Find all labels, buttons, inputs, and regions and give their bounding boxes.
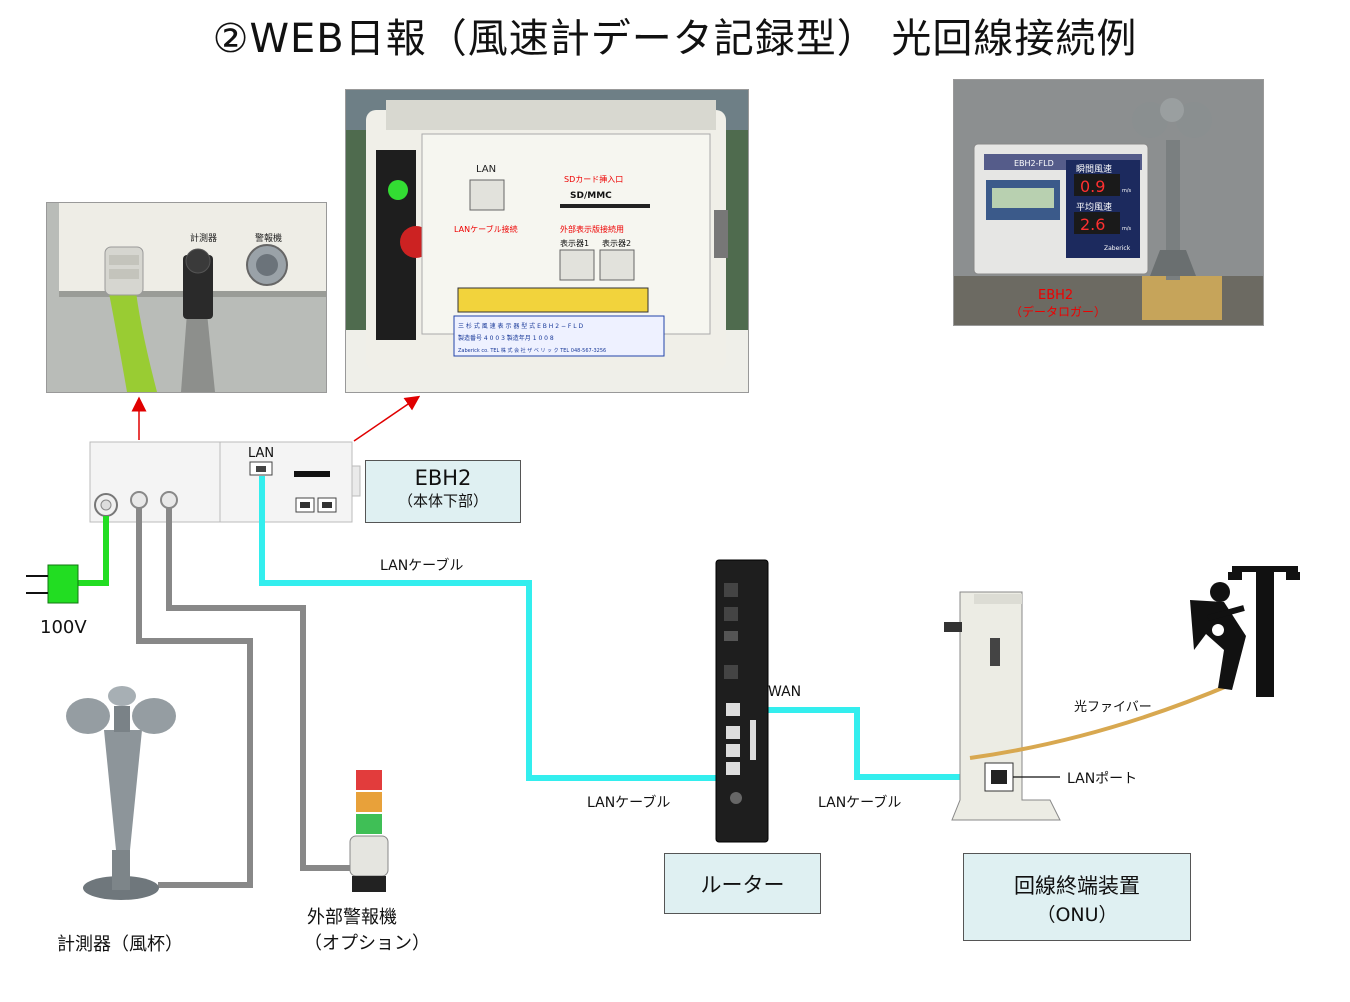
power-cable <box>78 516 109 586</box>
logger-model: EBH2-FLD <box>1014 159 1054 168</box>
avg-wind-label: 平均風速 <box>1076 201 1112 213</box>
connector-photo: 計測器 警報機 <box>46 202 327 393</box>
alarm-port-label: 警報機 <box>255 232 282 244</box>
utility-pole-worker-icon <box>1190 566 1300 697</box>
alarm-label-1: 外部警報機 <box>307 907 397 928</box>
fiber-cable <box>969 682 1233 760</box>
anemometer-icon <box>66 686 176 900</box>
connector-photo-art: 計測器 警報機 <box>47 203 326 392</box>
power-plug-icon <box>26 564 79 604</box>
onu-device <box>944 591 1061 821</box>
instant-wind-label: 瞬間風速 <box>1076 163 1112 175</box>
router-box-title: ルーター <box>700 873 785 897</box>
ext-display-conn-label: 外部表示版接続用 <box>560 224 624 234</box>
avg-wind-value: 2.6 <box>1080 215 1105 234</box>
page-title: ②WEB日報（風速計データ記録型） 光回線接続例 <box>212 16 1138 62</box>
logger-brand: Zaberick <box>1104 245 1131 252</box>
instant-unit: m/s <box>1122 188 1132 194</box>
logger-caption1: EBH2 <box>1038 288 1073 303</box>
lan-cable-conn-label: LANケーブル接続 <box>454 224 518 234</box>
display2-label: 表示器2 <box>602 238 631 248</box>
lan-cable-bottom-label-2: LANケーブル <box>818 795 902 811</box>
power-label: 100V <box>40 617 87 638</box>
plate-line2: 製造番号 4 0 0 3 製造年月 1 0 0 8 <box>458 334 554 342</box>
meter-port-label: 計測器 <box>190 232 217 244</box>
logger-photo: EBH2-FLD 瞬間風速 0.9 平均風速 2.6 m/s m/s Zaber… <box>953 79 1264 326</box>
ebh2-device-bottom <box>89 441 361 523</box>
device-lan-label: LAN <box>248 446 274 461</box>
lan-cable-top-label: LANケーブル <box>380 558 464 574</box>
arrow-to-panel-photo <box>353 395 421 442</box>
onu-label-box: 回線終端装置 （ONU） <box>963 853 1191 941</box>
panel-photo-art: LAN SDカード挿入口 SD/MMC LANケーブル接続 外部表示版接続用 表… <box>346 90 748 392</box>
display1-label: 表示器1 <box>560 238 589 248</box>
onu-box-title: 回線終端装置 <box>1014 874 1140 898</box>
router-device <box>715 559 769 843</box>
logger-caption2: （データロガー） <box>1010 304 1106 319</box>
fiber-label: 光ファイバー <box>1074 700 1152 715</box>
sd-mmc-label: SD/MMC <box>570 191 612 201</box>
wan-label: WAN <box>768 684 802 700</box>
meter-signal-cable <box>136 508 253 888</box>
ebh2-box-subtitle: （本体下部） <box>397 492 488 510</box>
lan-cable-bottom-label-1: LANケーブル <box>587 795 671 811</box>
onu-box-subtitle: （ONU） <box>1036 904 1118 926</box>
alarm-light-icon <box>349 770 389 892</box>
lan-port-label: LANポート <box>1067 771 1138 787</box>
panel-lan-label: LAN <box>476 164 496 175</box>
alarm-signal-cable <box>166 508 350 871</box>
lan-cable-ebh2-router <box>259 476 725 781</box>
sd-slot-label: SDカード挿入口 <box>564 174 623 184</box>
plate-line1: 三 杉 式 風 速 表 示 器 型 式 E B H 2 − F L D <box>458 322 583 330</box>
lan-cable-router-onu <box>742 707 988 780</box>
ebh2-box-title: EBH2 <box>414 466 472 490</box>
router-label-box: ルーター <box>664 853 821 914</box>
plate-line3: Zaberick co. TEL 株 式 会 社 ザ ベ リ ッ ク TEL 0… <box>458 347 606 354</box>
logger-photo-art: EBH2-FLD 瞬間風速 0.9 平均風速 2.6 m/s m/s Zaber… <box>954 80 1263 325</box>
panel-photo: LAN SDカード挿入口 SD/MMC LANケーブル接続 外部表示版接続用 表… <box>345 89 749 393</box>
avg-unit: m/s <box>1122 226 1132 232</box>
instant-wind-value: 0.9 <box>1080 177 1105 196</box>
alarm-label-2: （オプション） <box>304 933 430 954</box>
ebh2-label-box: EBH2 （本体下部） <box>365 460 521 523</box>
meter-label: 計測器（風杯） <box>57 934 183 955</box>
